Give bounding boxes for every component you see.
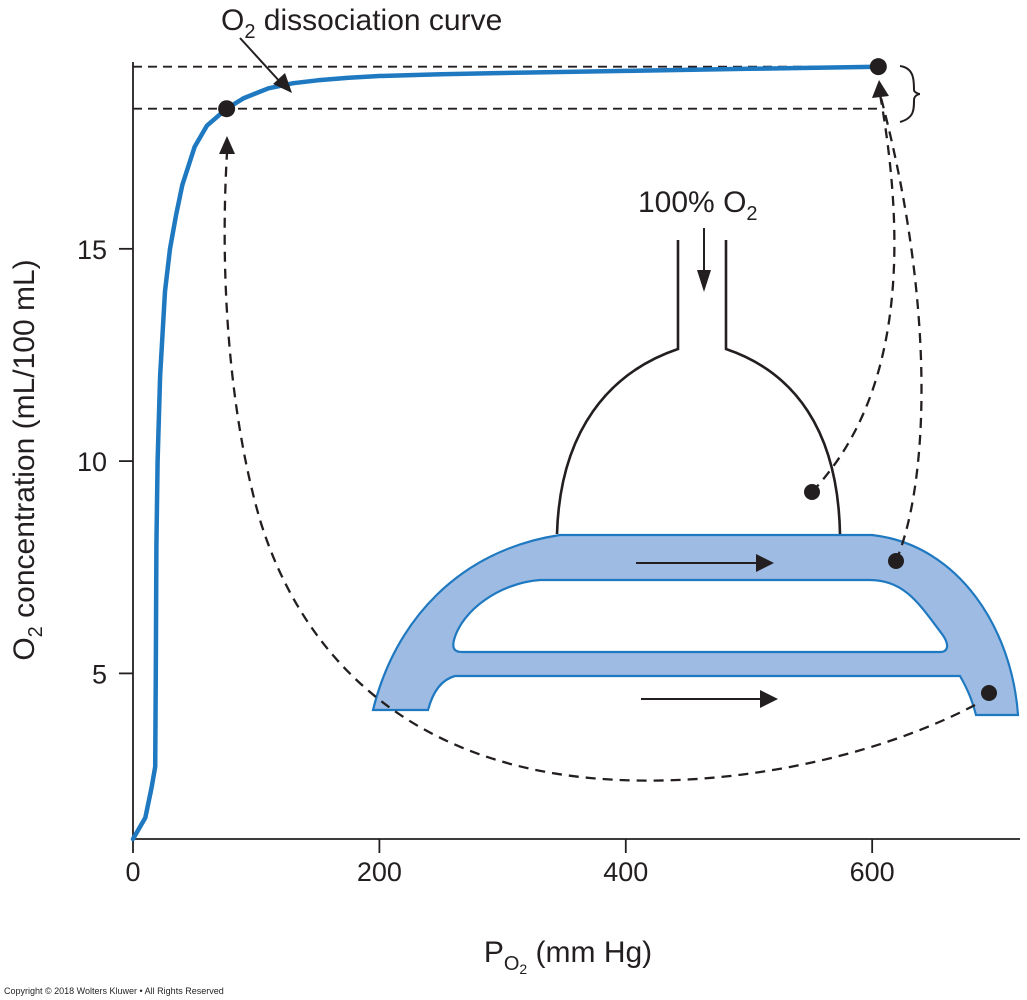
inlet-arrowhead	[697, 270, 711, 292]
inlet-label-sub: 2	[746, 203, 757, 225]
mixed-blood-point	[981, 685, 997, 701]
curve-label-sub: 2	[244, 21, 255, 43]
curve-point	[869, 58, 887, 76]
curve-label-base: O	[221, 4, 244, 37]
y-axis-label-rest: concentration (mL/100 mL)	[8, 259, 41, 626]
alveolus-dome	[555, 240, 842, 535]
flow-arrowhead-lower	[760, 690, 778, 708]
connector-alveolus-to-top	[811, 93, 896, 493]
connector-arrowhead-shoulder	[219, 136, 235, 154]
marked-points	[218, 58, 887, 118]
curve-label-pointer-head	[273, 73, 292, 93]
dissociation-curve	[130, 64, 881, 842]
y-tick-label: 10	[77, 447, 107, 477]
connector-end-capillary-to-top	[878, 93, 923, 562]
connector-arrowhead-top	[872, 80, 889, 98]
alveolus-capillary-illustration	[371, 228, 1020, 717]
curve-label: O2 dissociation curve	[221, 4, 502, 43]
curve-point	[218, 100, 236, 118]
y-tick-label: 15	[77, 235, 107, 265]
x-tick-label: 600	[850, 857, 895, 887]
curve-label-rest: dissociation curve	[255, 4, 502, 37]
x-tick-label: 200	[357, 857, 402, 887]
y-tick-label: 5	[92, 659, 107, 689]
copyright-notice: Copyright © 2018 Wolters Kluwer • All Ri…	[4, 986, 224, 996]
x-axis-label-rest: (mm Hg)	[527, 936, 652, 969]
flow-arrowhead-upper	[756, 554, 774, 572]
alveolus-point	[804, 484, 820, 500]
x-axis-label-sub2: 2	[519, 961, 527, 977]
x-tick-label: 0	[125, 857, 140, 887]
axis-ticks: 0 200 400 600 5 10 15	[77, 235, 895, 887]
inlet-label: 100% O2	[638, 186, 758, 225]
blood-vessel	[371, 533, 1020, 717]
x-axis-label-sub1: O	[504, 953, 520, 975]
difference-bracket	[899, 65, 921, 123]
end-capillary-point	[888, 553, 904, 569]
y-axis-label-base: O	[8, 637, 41, 660]
y-axis-label-sub: 2	[25, 626, 47, 637]
x-axis-label: PO2 (mm Hg)	[484, 936, 652, 977]
connector-mixed-to-shoulder	[223, 152, 976, 782]
x-tick-label: 400	[603, 857, 648, 887]
curve-label-pointer	[239, 37, 283, 85]
inlet-label-base: 100% O	[638, 186, 746, 219]
y-axis-label: O2 concentration (mL/100 mL)	[8, 259, 47, 660]
x-axis-label-base: P	[484, 936, 504, 969]
dashed-connectors	[223, 93, 976, 782]
